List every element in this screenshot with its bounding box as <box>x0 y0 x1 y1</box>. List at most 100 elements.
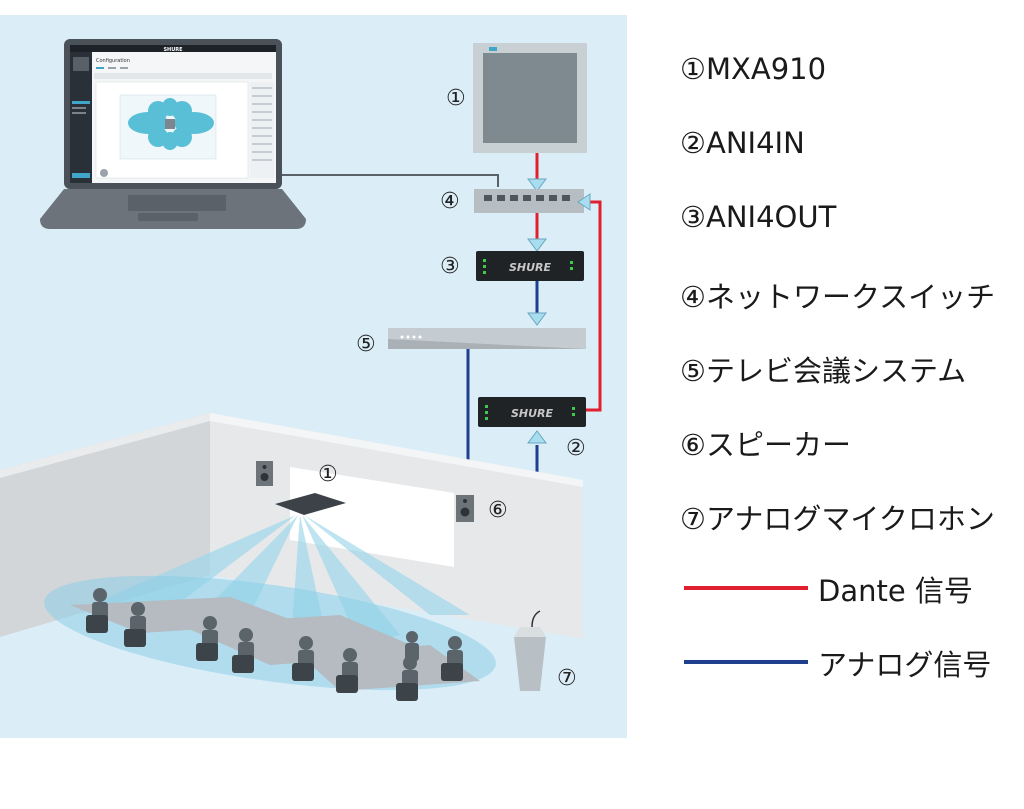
mxa910-led <box>489 47 497 51</box>
callout-room-mic: ① <box>318 462 338 487</box>
screen-title: Configuration <box>96 58 130 64</box>
room-wall-top-left <box>0 413 210 478</box>
legend-item-ani4out: ③ANI4OUT <box>680 200 837 234</box>
switch-port <box>510 195 518 201</box>
mxa910-panel <box>483 53 577 143</box>
callout-analog-mic: ⑦ <box>557 666 577 691</box>
panel-row <box>252 143 272 145</box>
laptop-keyboard <box>128 195 226 211</box>
coverage-lobes <box>128 98 214 150</box>
callout-mic: ① <box>446 86 466 111</box>
lectern-body <box>514 637 546 691</box>
callout-conf: ⑤ <box>356 332 376 357</box>
screen-tab <box>108 67 116 69</box>
dante-line-label: Dante 信号 <box>818 574 973 608</box>
switch-port <box>536 195 544 201</box>
switch-port <box>549 195 557 201</box>
ani4out-led <box>483 259 486 262</box>
panel-row <box>252 159 272 161</box>
switch-port <box>562 195 570 201</box>
panel-row <box>252 127 272 129</box>
callout-switch: ④ <box>440 189 460 214</box>
arrow-ani4in-switch <box>577 193 591 211</box>
diagram-panel: SHURE Configuration <box>0 15 627 738</box>
ani4out-brand: SHURE <box>509 261 552 274</box>
screen-properties-panel <box>250 82 274 178</box>
panel-row <box>252 135 272 137</box>
sidebar-device-icon <box>73 57 89 71</box>
ani4in-led <box>572 413 575 416</box>
analog-mic-lectern <box>514 610 546 691</box>
lectern-top <box>514 627 546 637</box>
panel-row <box>252 87 272 89</box>
analog-line-label: アナログ信号 <box>818 648 992 682</box>
panel-row <box>252 103 272 105</box>
callout-speaker: ⑥ <box>488 498 508 523</box>
ani4out-led <box>570 267 573 270</box>
callout-ani4in: ② <box>566 436 586 461</box>
conf-led <box>400 335 404 339</box>
laptop-trackpad <box>138 213 198 221</box>
chairs <box>86 615 463 701</box>
speaker-tweeter <box>262 465 267 469</box>
panel-row <box>252 111 272 113</box>
ani4in-led <box>485 405 488 408</box>
legend-item-conference-system: ⑤テレビ会議システム <box>680 354 967 388</box>
screen-tab <box>120 67 128 69</box>
screen-toolbar <box>94 73 272 79</box>
speaker-tweeter <box>463 499 467 503</box>
network-switch <box>474 189 584 213</box>
conf-shadow <box>388 339 586 349</box>
network-cable <box>282 174 499 187</box>
speaker-cone <box>260 473 269 481</box>
dante-line-swatch <box>684 586 808 590</box>
ani4in-led <box>572 407 575 410</box>
ani4out-led <box>483 265 486 268</box>
conf-led <box>412 335 416 339</box>
projection-screen <box>290 467 454 567</box>
ani4in-body <box>478 397 586 427</box>
conference-system <box>388 328 586 349</box>
ani4in-device: SHURE <box>478 397 586 427</box>
speaker-cone <box>460 507 470 517</box>
legend-item-ani4in: ②ANI4IN <box>680 126 805 160</box>
switch-port <box>523 195 531 201</box>
screen-header-bar <box>70 45 276 52</box>
legend-item-analog-mic: ⑦アナログマイクロホン <box>680 502 995 536</box>
mxa910-device <box>473 43 587 153</box>
switch-port <box>484 195 492 201</box>
room-speaker-right <box>456 495 474 522</box>
sidebar-item <box>72 107 86 109</box>
system-diagram: SHURE Configuration <box>0 39 602 701</box>
legend-item-speaker: ⑥スピーカー <box>680 428 851 462</box>
screen-zoom-control <box>100 169 108 177</box>
sidebar-button <box>72 173 90 178</box>
laptop: SHURE Configuration <box>40 39 306 229</box>
ani4in-brand: SHURE <box>511 407 554 420</box>
ani4out-led <box>483 271 486 274</box>
legend-line-dante: Dante 信号 <box>680 568 1020 608</box>
arrow-mic-switch <box>527 178 547 192</box>
conf-led <box>418 335 422 339</box>
ani4in-led <box>485 411 488 414</box>
legend-line-analog: アナログ信号 <box>680 642 1020 682</box>
ani4out-body <box>476 251 584 281</box>
sidebar-item-active <box>72 101 90 104</box>
panel-row <box>252 95 272 97</box>
screen-tab-active <box>96 67 104 69</box>
panel-row <box>252 119 272 121</box>
callout-ani4out: ③ <box>440 254 460 279</box>
ani4out-led <box>570 261 573 264</box>
arrow-ani4out-conf <box>527 312 547 326</box>
screen-brand: SHURE <box>163 47 183 53</box>
screen-sidebar <box>70 52 92 183</box>
panel-row <box>252 151 272 153</box>
legend-item-mxa910: ①MXA910 <box>680 52 827 86</box>
sidebar-item <box>72 112 86 114</box>
room-wall-top <box>210 413 583 487</box>
room-ceiling-mic <box>275 493 346 515</box>
legend-item-network-switch: ④ネットワークスイッチ <box>680 280 996 314</box>
analog-line-swatch <box>684 660 808 664</box>
ani4in-led <box>485 417 488 420</box>
room-speaker-left <box>256 461 273 486</box>
